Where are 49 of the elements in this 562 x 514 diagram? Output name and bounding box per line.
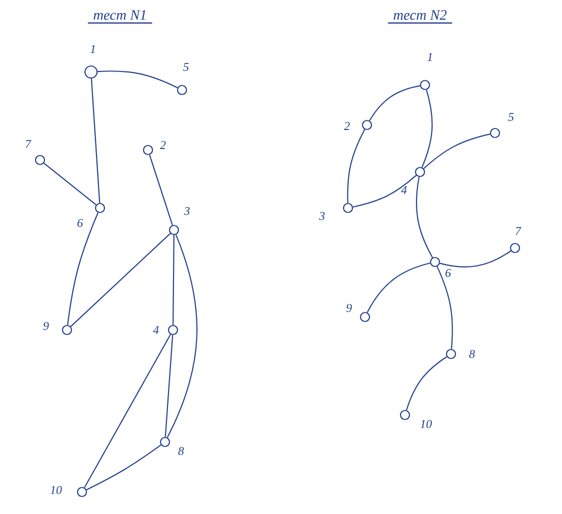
vertex-number: 10	[420, 420, 432, 428]
vertex-number: 3	[184, 206, 190, 216]
title: тест N2	[394, 10, 447, 20]
vertex-number: 5	[508, 113, 514, 121]
graph-edge	[44, 162, 96, 206]
vertex-number: 10	[50, 486, 62, 494]
title: тест N1	[94, 10, 146, 20]
graph-edge	[172, 235, 174, 325]
vertex-circle	[400, 410, 410, 420]
vertex-number: 1	[427, 53, 432, 61]
graph-edge	[347, 129, 366, 203]
vertex-number: 4	[153, 326, 159, 334]
vertex-number: 4	[401, 186, 407, 194]
vertex-circle	[362, 120, 372, 130]
graph-edge	[406, 356, 448, 410]
vertex-number: 2	[344, 122, 350, 130]
vertex-number: 7	[26, 140, 32, 148]
graph-edge	[423, 134, 490, 169]
vertex-circle	[76, 486, 88, 498]
vertex-number: 3	[319, 212, 325, 220]
graph-edge	[166, 234, 198, 438]
vertex-number: 6	[446, 268, 451, 278]
graph-edge	[84, 334, 171, 488]
vertex-number: 7	[516, 227, 522, 235]
vertex-number: 9	[43, 322, 49, 330]
graph-edge	[366, 262, 430, 313]
graph-edge	[86, 444, 162, 490]
graph-edge	[90, 78, 100, 203]
graph-edge	[164, 335, 174, 437]
graph-edge	[67, 212, 99, 326]
graph-edge	[422, 90, 433, 168]
graph-edge	[440, 250, 512, 268]
vertex-circle	[360, 312, 370, 322]
graph-edge	[416, 176, 433, 258]
vertex-number: 8	[178, 446, 184, 456]
vertex-number: 2	[160, 141, 166, 149]
vertex-number: 8	[469, 350, 475, 358]
graph-edge	[98, 70, 178, 88]
graph-edge	[352, 174, 417, 208]
graph-edge	[149, 154, 173, 226]
vertex-circle	[84, 65, 98, 79]
vertex-circle	[160, 436, 170, 448]
graph-edge	[70, 233, 171, 327]
vertex-number: 9	[346, 304, 352, 312]
vertex-number: 5	[183, 63, 189, 71]
vertex-number: 1	[90, 45, 95, 53]
vertex-number: 6	[77, 218, 83, 228]
graph-edge	[369, 85, 420, 121]
graph-edge	[436, 266, 453, 350]
